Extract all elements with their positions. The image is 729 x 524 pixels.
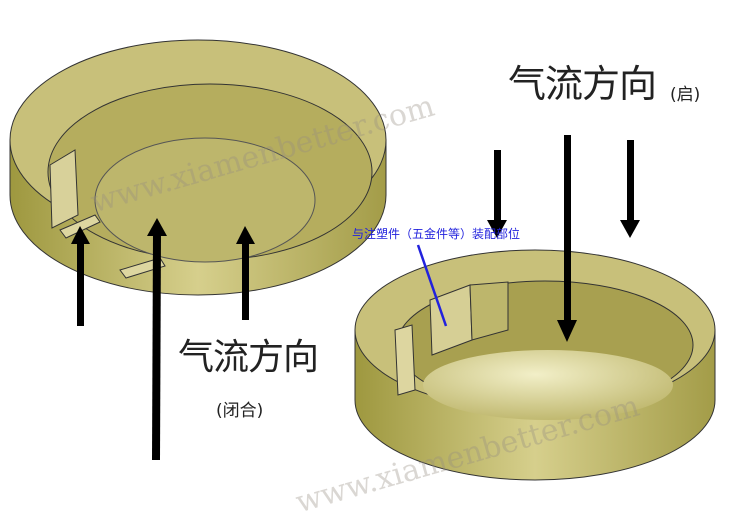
arrow-down-1	[487, 150, 507, 238]
arrow-down-2	[557, 135, 577, 342]
arrow-up-2	[147, 218, 167, 460]
right-airflow-label: 气流方向	[508, 62, 657, 106]
assembly-note: 与注塑件（五金件等）装配部位	[352, 227, 521, 241]
arrow-down-3	[620, 140, 640, 238]
arrow-up-3	[236, 226, 255, 320]
right-state-label: (启)	[670, 85, 701, 105]
left-airflow-label: 气流方向	[178, 337, 319, 378]
left-state-label: (闭合)	[216, 401, 264, 421]
arrow-up-1	[71, 226, 90, 326]
right-ring-open	[354, 249, 716, 481]
note-leader-line	[416, 244, 448, 327]
